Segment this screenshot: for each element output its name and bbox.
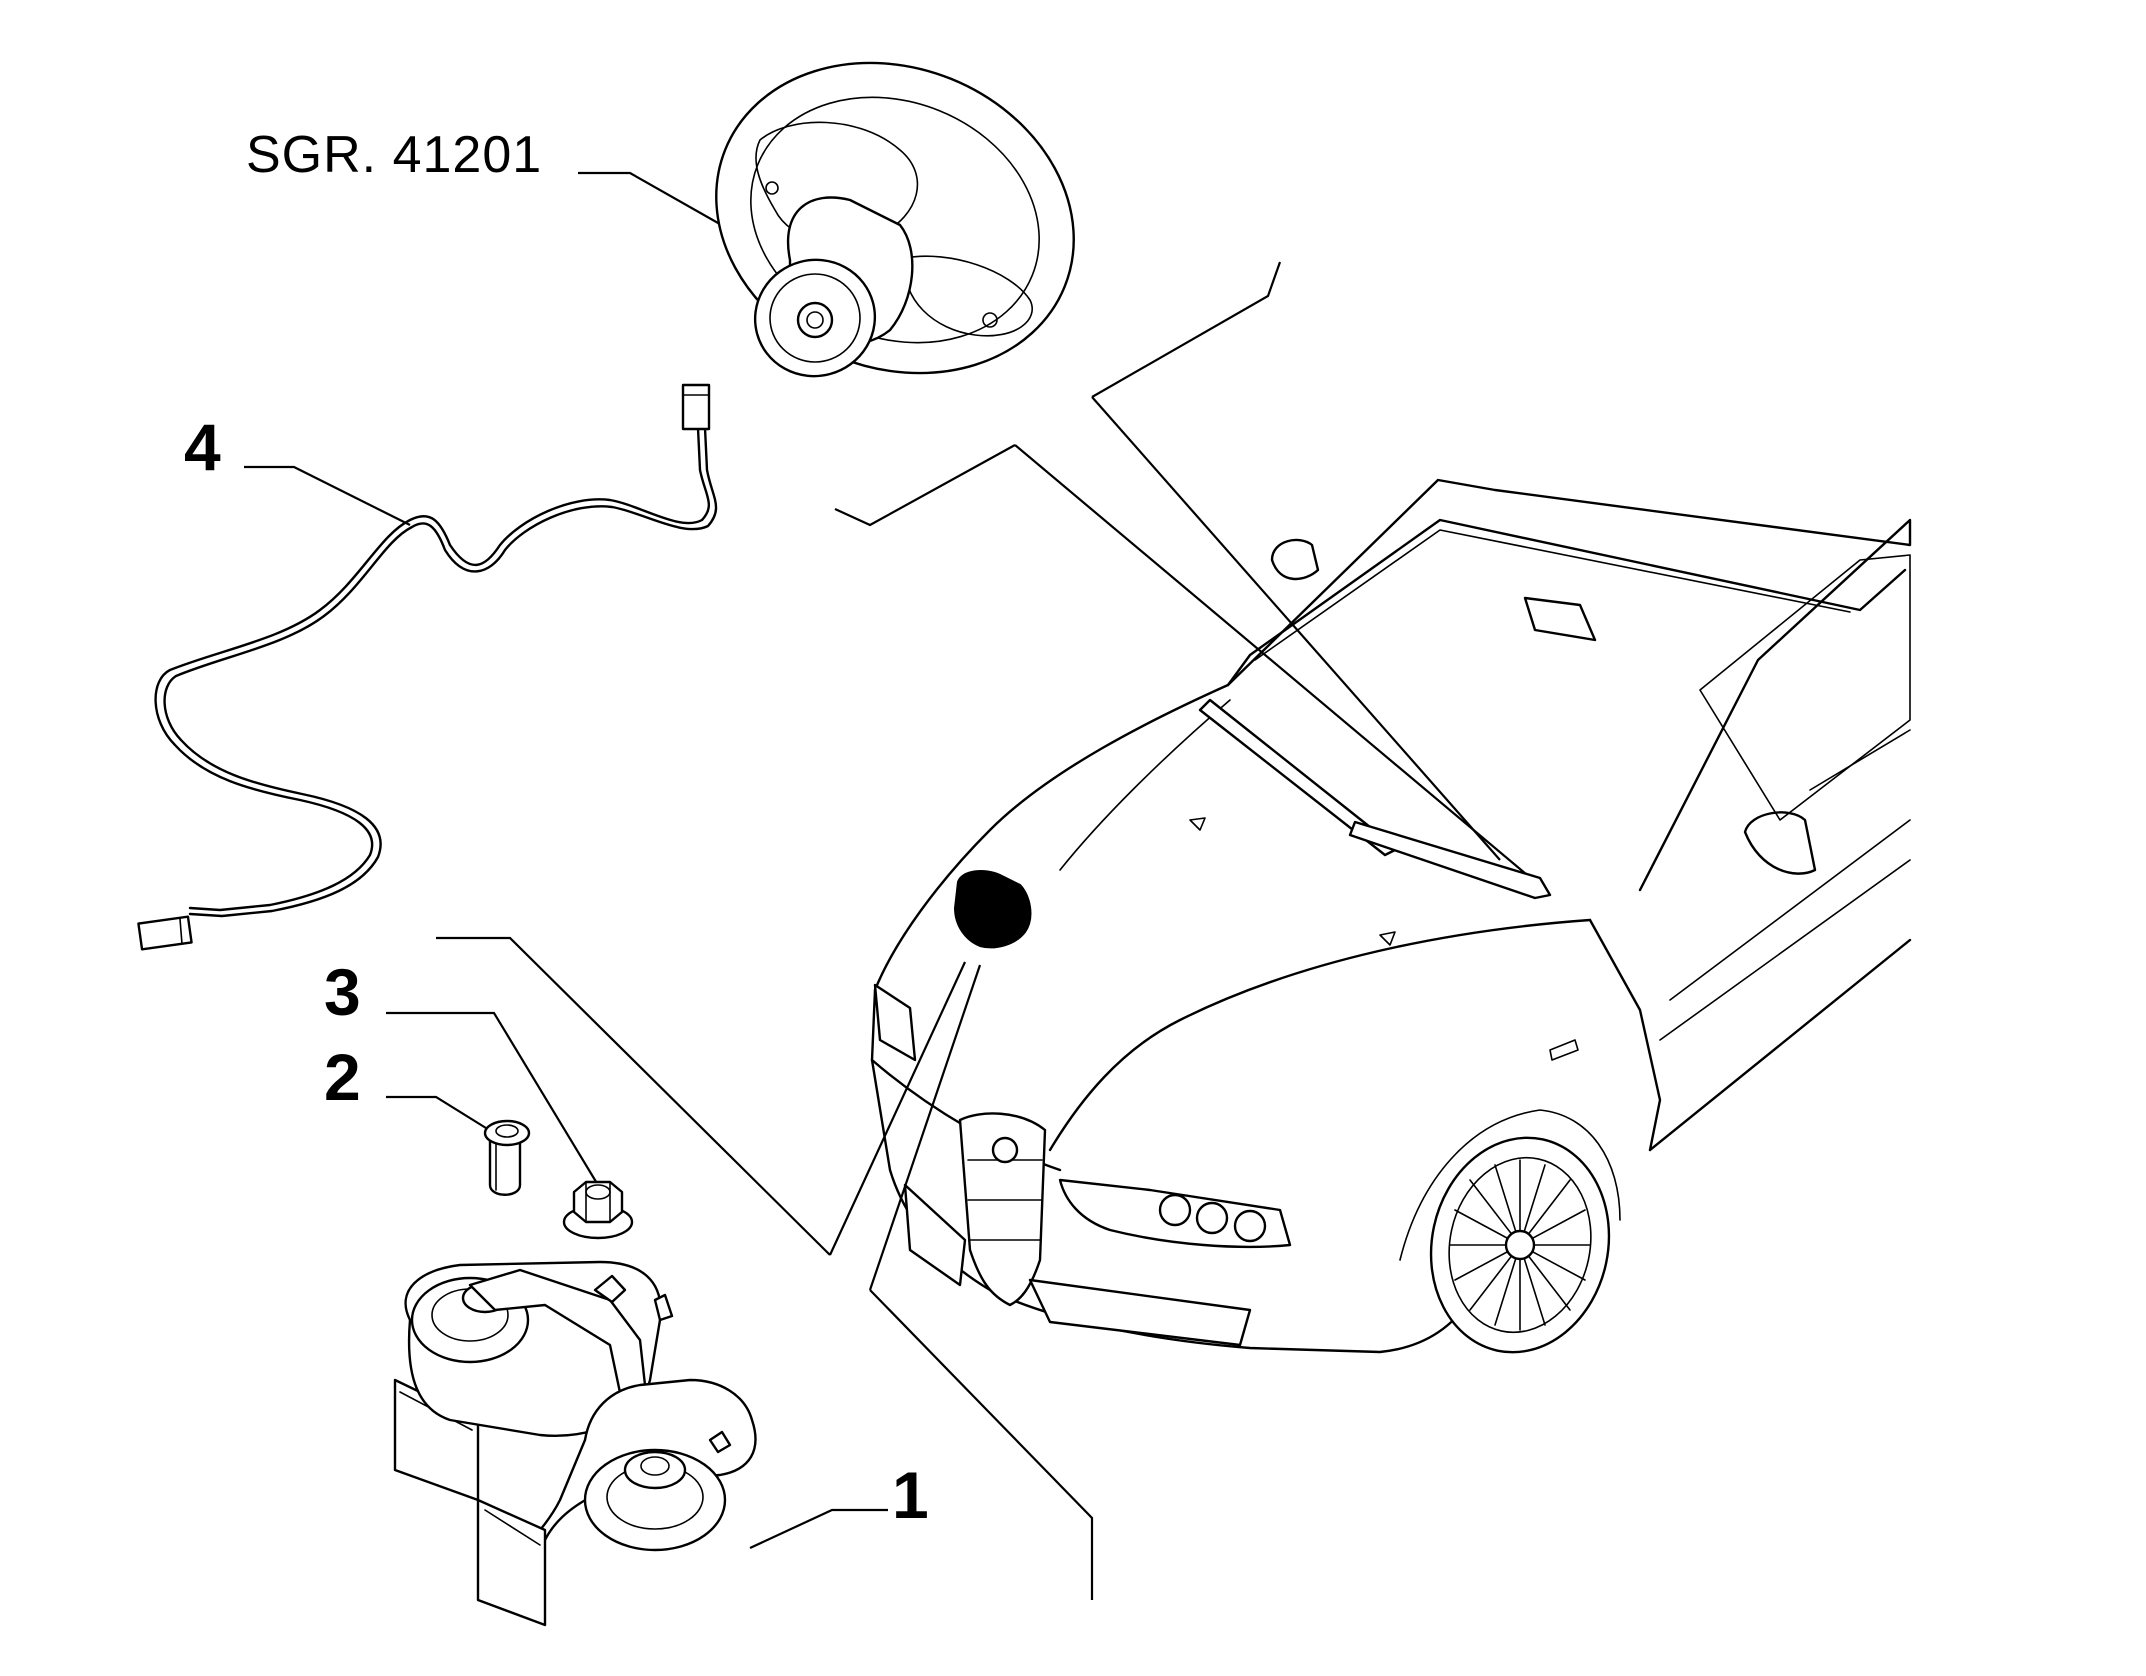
connector-bottom [137,915,193,951]
callout-number-4: 4 [184,410,221,484]
leader-1 [749,1508,888,1549]
leader-sgr [578,171,749,241]
leader-4 [244,465,411,526]
callout-number-2: 2 [324,1040,361,1114]
leader-3 [386,1011,599,1186]
guide-line-harness-a [834,444,1016,527]
car-icon [870,478,1912,1354]
guide-line-wheel-a [1091,261,1282,398]
guide-line-horn-a [436,936,831,1256]
guide-line-wheel-b [1091,396,1501,861]
callout-number-1: 1 [892,1458,929,1532]
guide-line-horn-b [829,961,966,1256]
horn-icon [393,1260,757,1627]
reference-label: SGR. 41201 [246,126,542,184]
steering-wheel-icon [715,61,1075,378]
rivet-nut-icon [483,1119,531,1196]
guide-line-horn-d [868,964,982,1291]
connector-top [681,383,711,431]
leader-lines [244,171,1546,1600]
horn-location-marker [953,869,1032,949]
guide-line-horn-c [869,1289,1094,1600]
callout-number-3: 3 [324,955,361,1029]
guide-line-harness-b [1014,444,1546,891]
leader-2 [386,1095,495,1134]
wiring-harness-icon [137,383,718,951]
flange-nut-icon [562,1180,634,1240]
